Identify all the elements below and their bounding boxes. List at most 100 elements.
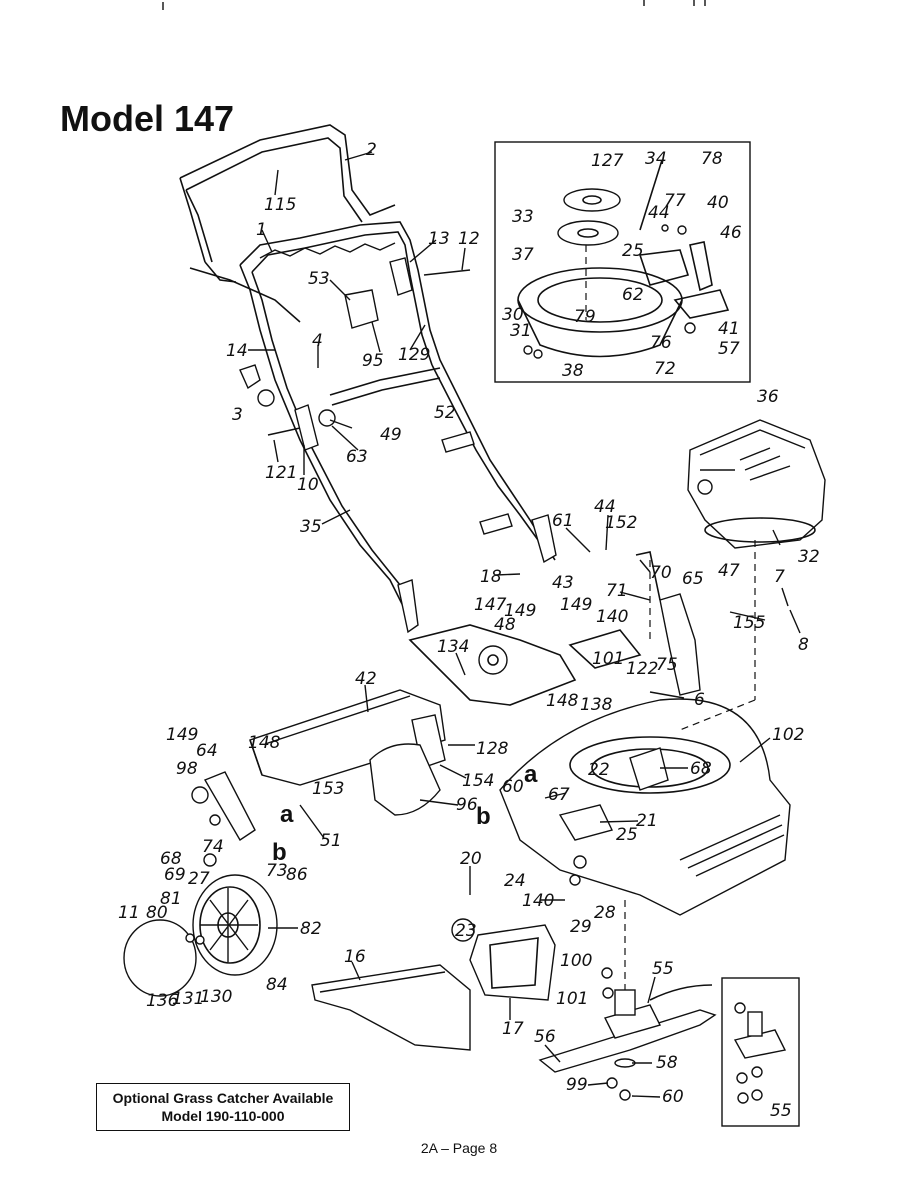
callout-131: 131 [172, 989, 204, 1009]
callout-46: 46 [720, 223, 742, 243]
grass-deflector [311, 918, 556, 1051]
callout-47: 47 [718, 561, 740, 581]
callout-152: 152 [605, 513, 637, 533]
callout-99: 99 [566, 1075, 588, 1095]
callout-27: 27 [188, 869, 210, 889]
callout-78: 78 [701, 149, 723, 169]
mower-deck [499, 698, 791, 916]
callout-29: 29 [570, 917, 592, 937]
drive-housing [249, 540, 756, 816]
callout-55b: 55 [770, 1101, 792, 1121]
callout-148a: 148 [546, 691, 579, 711]
callout-72: 72 [654, 359, 676, 379]
callout-128: 128 [476, 739, 509, 759]
callout-30: 30 [502, 305, 524, 325]
callout-1: 1 [256, 220, 267, 240]
callout-100: 100 [560, 951, 592, 971]
ref-letter-b-1: b [272, 839, 287, 866]
callout-10: 10 [297, 475, 319, 495]
callout-67: 67 [548, 785, 570, 805]
callout-68a: 68 [690, 759, 712, 779]
ref-letter-a-1: a [280, 801, 294, 828]
callout-25b: 25 [616, 825, 638, 845]
optional-catcher-notice: Optional Grass Catcher Available Model 1… [96, 1083, 350, 1131]
callout-20: 20 [460, 849, 482, 869]
blade [538, 900, 717, 1101]
notice-line-1: Optional Grass Catcher Available [112, 1090, 334, 1106]
handle-assembly [179, 124, 557, 634]
callout-7: 7 [774, 567, 785, 587]
callout-101b: 101 [556, 989, 588, 1009]
callout-55a: 55 [652, 959, 674, 979]
main-callouts: 2 115 1 13 12 53 14 4 95 129 3 49 52 63 … [118, 140, 820, 1107]
callout-73: 73 [266, 861, 288, 881]
callout-127: 127 [591, 151, 624, 171]
callout-153: 153 [312, 779, 344, 799]
callout-115: 115 [264, 195, 296, 215]
callout-48: 48 [494, 615, 516, 635]
callout-38: 38 [562, 361, 584, 381]
callout-63: 63 [346, 447, 368, 467]
callout-56: 56 [534, 1027, 556, 1047]
page-title: Model 147 [60, 98, 235, 139]
callout-60b: 60 [662, 1087, 684, 1107]
leader-lines [248, 151, 801, 1098]
callout-41: 41 [718, 319, 740, 339]
callout-17: 17 [502, 1019, 524, 1039]
callout-24: 24 [504, 871, 526, 891]
callout-51: 51 [320, 831, 342, 851]
callout-12: 12 [458, 229, 480, 249]
callout-44b: 44 [594, 497, 616, 517]
callout-2: 2 [366, 140, 377, 160]
callout-11: 11 [118, 903, 140, 923]
callout-3: 3 [232, 405, 243, 425]
inset-engine-callouts: 127 34 78 33 77 44 40 46 37 25 62 79 30 … [502, 149, 742, 381]
callout-84: 84 [266, 975, 288, 995]
engine-mount-inset [494, 141, 751, 383]
callout-33: 33 [512, 207, 534, 227]
callout-8: 8 [798, 635, 809, 655]
callout-76: 76 [650, 333, 672, 353]
ref-letter-b-2: b [476, 803, 491, 830]
callout-22: 22 [588, 760, 610, 780]
callout-44: 44 [648, 203, 670, 223]
callout-4: 4 [312, 331, 323, 351]
callout-98: 98 [176, 759, 198, 779]
callout-52: 52 [434, 403, 456, 423]
callout-60a: 60 [502, 777, 524, 797]
callout-95: 95 [362, 351, 384, 371]
callout-155: 155 [733, 613, 765, 633]
callout-122: 122 [626, 659, 658, 679]
blade-adapter-inset [721, 977, 800, 1127]
callout-96: 96 [456, 795, 478, 815]
callout-64: 64 [196, 741, 218, 761]
callout-28: 28 [594, 903, 616, 923]
callout-70: 70 [650, 563, 672, 583]
callout-82: 82 [300, 919, 322, 939]
callout-148b: 148 [248, 733, 281, 753]
callout-75: 75 [656, 655, 678, 675]
notice-line-2: Model 190-110-000 [161, 1108, 285, 1124]
callout-81: 81 [160, 889, 182, 909]
callout-14: 14 [226, 341, 248, 361]
callout-13: 13 [428, 229, 450, 249]
callout-138: 138 [580, 695, 613, 715]
callout-134: 134 [437, 637, 469, 657]
callout-37: 37 [512, 245, 534, 265]
callout-32: 32 [798, 547, 820, 567]
callout-136: 136 [146, 991, 179, 1011]
callout-34: 34 [645, 149, 667, 169]
callout-74: 74 [202, 837, 224, 857]
callout-129: 129 [398, 345, 430, 365]
callout-61: 61 [552, 511, 574, 531]
engine [687, 419, 826, 549]
callout-154: 154 [462, 771, 494, 791]
callout-102: 102 [772, 725, 804, 745]
callout-42: 42 [355, 669, 377, 689]
callout-25: 25 [622, 241, 644, 261]
callout-149a: 149 [504, 601, 536, 621]
callout-130: 130 [200, 987, 232, 1007]
callout-49: 49 [380, 425, 402, 445]
